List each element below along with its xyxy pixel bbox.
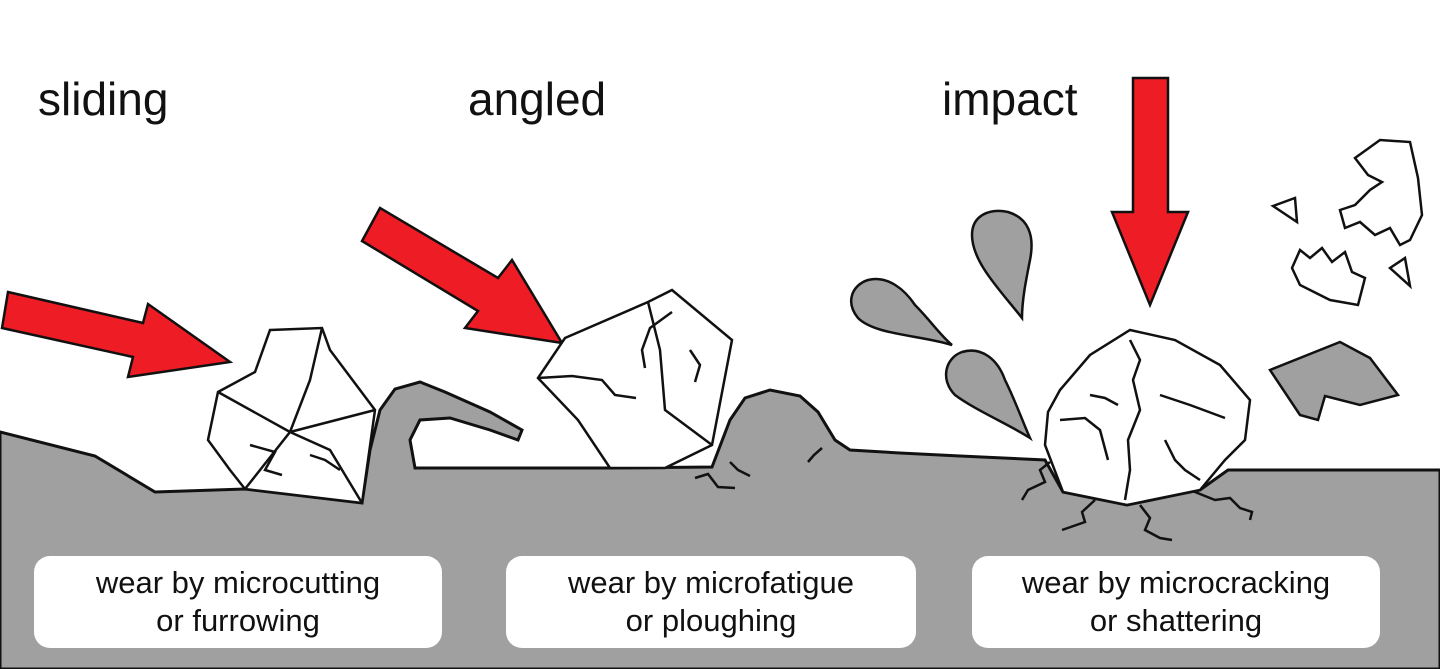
mode-label-sliding: sliding xyxy=(38,73,169,125)
angled-arrow xyxy=(360,206,565,345)
caption-sliding-line2: or furrowing xyxy=(156,603,320,638)
sliding-arrow xyxy=(0,290,234,379)
caption-sliding-line1: wear by microcutting xyxy=(95,565,381,600)
ejected-fragments xyxy=(1270,138,1424,307)
caption-impact: wear by microcracking or shattering xyxy=(972,556,1380,648)
caption-impact-line1: wear by microcracking xyxy=(1021,565,1331,600)
material-cracks-angled xyxy=(694,447,823,490)
impact-arrow xyxy=(1110,76,1190,309)
impact-particle xyxy=(1043,328,1252,507)
sliding-particle xyxy=(206,326,377,505)
caption-sliding: wear by microcutting or furrowing xyxy=(34,556,442,648)
ejected-droplets xyxy=(849,209,1401,442)
angled-particle xyxy=(536,288,734,470)
caption-impact-line2: or shattering xyxy=(1089,603,1263,638)
material-cracks-impact xyxy=(1020,461,1254,542)
mode-label-angled: angled xyxy=(468,73,607,125)
mode-label-impact: impact xyxy=(942,73,1078,125)
caption-angled-line2: or ploughing xyxy=(625,603,797,638)
caption-angled-line1: wear by microfatigue xyxy=(567,565,854,600)
caption-angled: wear by microfatigue or ploughing xyxy=(506,556,916,648)
